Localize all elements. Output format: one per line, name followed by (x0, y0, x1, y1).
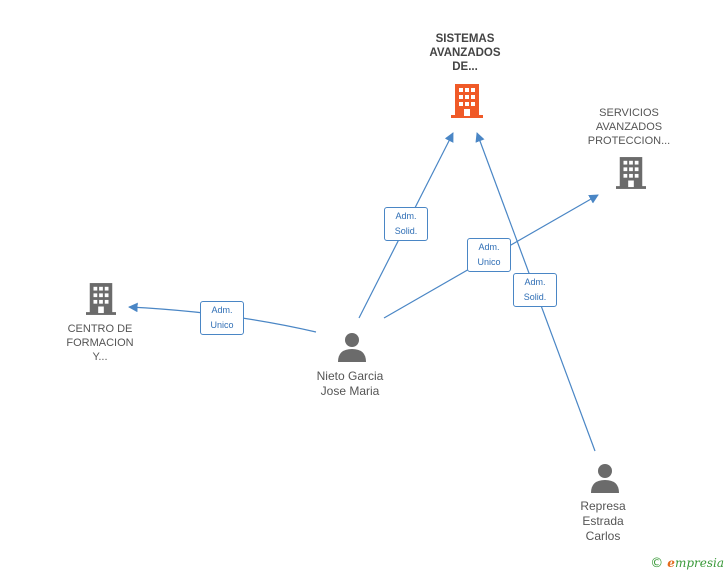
node-label-line: CENTRO DE (67, 323, 133, 335)
edge-label-nieto-sistemas[interactable]: Adm. Solid. (384, 207, 428, 241)
node-label-line: PROTECCION... (587, 135, 671, 147)
node-label-line: SISTEMAS (435, 33, 495, 45)
node-label-line: DE... (452, 61, 478, 73)
node-label-line: Estrada (582, 514, 624, 528)
node-label-line: AVANZADOS (429, 47, 501, 59)
node-label-line: Y... (92, 351, 108, 363)
edge-label-nieto-servicios[interactable]: Adm. Unico (467, 238, 511, 272)
edge-label-line: Adm. (524, 277, 546, 287)
brand-initial: e (667, 556, 675, 570)
node-label-line: Jose Maria (320, 384, 380, 398)
node-label-line: Nieto Garcia (316, 369, 384, 383)
edge-label-line: Unico (210, 320, 234, 330)
building-icon-servicios[interactable] (616, 156, 646, 195)
copyright-icon: © (650, 556, 664, 571)
node-label-represa[interactable]: Represa Estrada Carlos (538, 499, 668, 544)
brand-name: mpresia (674, 556, 724, 570)
edge-label-line: Solid. (394, 226, 418, 236)
person-icon-represa[interactable] (590, 463, 620, 498)
node-label-line: AVANZADOS (595, 121, 663, 133)
building-icon-sistemas[interactable] (451, 84, 483, 123)
node-label-sistemas[interactable]: SISTEMAS AVANZADOS DE... (400, 32, 530, 74)
node-label-centro[interactable]: CENTRO DE FORMACION Y... (35, 322, 165, 364)
node-label-line: SERVICIOS (599, 107, 659, 119)
edge-label-line: Unico (477, 257, 501, 267)
edge-label-line: Adm. (395, 211, 417, 221)
node-label-servicios[interactable]: SERVICIOS AVANZADOS PROTECCION... (564, 106, 694, 148)
node-label-line: FORMACION (66, 337, 134, 349)
node-label-line: Represa (580, 499, 626, 513)
edge-label-line: Adm. (211, 305, 233, 315)
empresia-footer: ©empresia (650, 556, 724, 571)
edge-label-represa-sistemas[interactable]: Adm. Solid. (513, 273, 557, 307)
edge-label-nieto-centro[interactable]: Adm. Unico (200, 301, 244, 335)
edge-label-line: Solid. (523, 292, 547, 302)
building-icon-centro[interactable] (86, 282, 116, 321)
node-label-line: Carlos (585, 529, 621, 543)
person-icon-nieto[interactable] (337, 332, 367, 367)
node-label-nieto[interactable]: Nieto Garcia Jose Maria (285, 369, 415, 399)
edge-label-line: Adm. (478, 242, 500, 252)
